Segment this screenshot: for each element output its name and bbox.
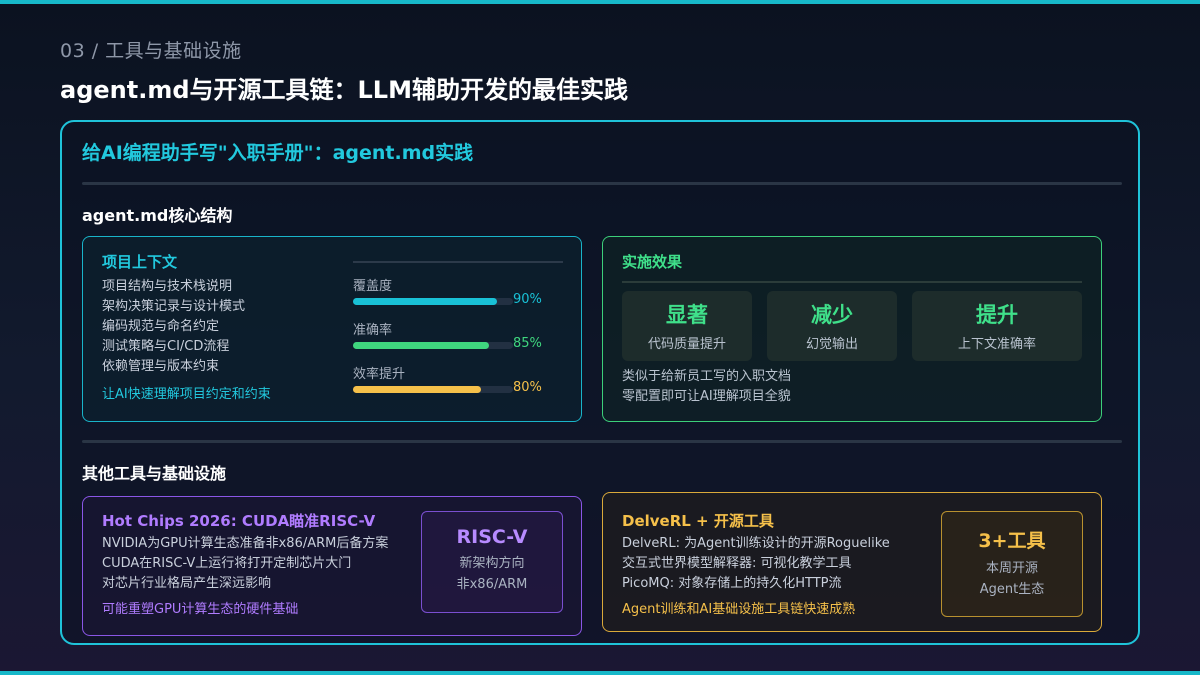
hotchips-note: 可能重塑GPU计算生态的硬件基础 — [102, 602, 299, 617]
metric-efficiency: 效率提升 80% — [353, 351, 563, 395]
panel-title: 给AI编程助手写"入职手册"：agent.md实践 — [82, 142, 474, 164]
list-item: 对芯片行业格局产生深远影响 — [102, 576, 272, 591]
metric-value: 80% — [513, 380, 542, 395]
list-item: DelveRL: 为Agent训练设计的开源Roguelike — [622, 536, 890, 551]
progress-track — [353, 342, 513, 349]
list-item: NVIDIA为GPU计算生态准备非x86/ARM后备方案 — [102, 536, 389, 551]
list-item: 项目结构与技术栈说明 — [102, 279, 233, 294]
metric-value: 85% — [513, 336, 542, 351]
tools-count-sub-1: 本周开源 — [985, 561, 1038, 576]
stat-quality: 显著 代码质量提升 — [622, 291, 752, 361]
divider-top — [82, 182, 1122, 185]
riscv-highlight-box: RISC-V 新架构方向 非x86/ARM — [421, 511, 563, 613]
bottom-accent-bar — [0, 671, 1200, 675]
stat-value: 减少 — [811, 303, 853, 327]
delverl-card: DelveRL + 开源工具 DelveRL: 为Agent训练设计的开源Rog… — [602, 492, 1102, 632]
delverl-item-list: DelveRL: 为Agent训练设计的开源Roguelike 交互式世界模型解… — [622, 534, 890, 594]
riscv-label: RISC-V — [456, 526, 528, 548]
stat-hallucination: 减少 幻觉输出 — [767, 291, 897, 361]
stat-context: 提升 上下文准确率 — [912, 291, 1082, 361]
list-item: CUDA在RISC-V上运行将打开定制芯片大门 — [102, 556, 352, 571]
effect-rule — [622, 281, 1082, 283]
context-note: 让AI快速理解项目约定和约束 — [102, 387, 271, 402]
divider-middle — [82, 440, 1122, 443]
page-title: agent.md与开源工具链：LLM辅助开发的最佳实践 — [60, 76, 628, 104]
list-item: 编码规范与命名约定 — [102, 319, 220, 334]
metric-label: 效率提升 — [353, 367, 406, 382]
list-item: 零配置即可让AI理解项目全貌 — [622, 389, 791, 404]
context-card-title: 项目上下文 — [102, 253, 178, 271]
progress-track — [353, 298, 513, 305]
section-heading-tools: 其他工具与基础设施 — [82, 464, 227, 483]
delverl-card-title: DelveRL + 开源工具 — [622, 512, 774, 530]
effect-card-title: 实施效果 — [622, 253, 683, 271]
list-item: 交互式世界模型解释器: 可视化教学工具 — [622, 556, 852, 571]
stat-label: 代码质量提升 — [647, 337, 726, 352]
progress-fill — [353, 298, 497, 305]
progress-fill — [353, 342, 489, 349]
stat-label: 幻觉输出 — [805, 337, 858, 352]
hotchips-card: Hot Chips 2026: CUDA瞄准RISC-V NVIDIA为GPU计… — [82, 496, 582, 636]
top-accent-bar — [0, 0, 1200, 4]
effect-notes: 类似于给新员工写的入职文档 零配置即可让AI理解项目全貌 — [622, 367, 791, 407]
delverl-note: Agent训练和AI基础设施工具链快速成熟 — [622, 602, 856, 617]
stat-value: 提升 — [976, 303, 1018, 327]
riscv-sub-1: 新架构方向 — [459, 556, 525, 571]
riscv-sub-2: 非x86/ARM — [456, 577, 528, 592]
list-item: 测试策略与CI/CD流程 — [102, 339, 230, 354]
metric-accuracy: 准确率 85% — [353, 307, 563, 351]
context-card: 项目上下文 项目结构与技术栈说明 架构决策记录与设计模式 编码规范与命名约定 测… — [82, 236, 582, 422]
effect-card: 实施效果 显著 代码质量提升 减少 幻觉输出 提升 上下文准确率 类似于给新员工… — [602, 236, 1102, 422]
section-heading-core: agent.md核心结构 — [82, 206, 233, 225]
stat-value: 显著 — [666, 303, 708, 327]
metrics-panel: 覆盖度 90% 准确率 85% 效率提升 80% — [353, 261, 563, 395]
metrics-rule — [353, 261, 563, 263]
metric-value: 90% — [513, 292, 542, 307]
tools-count-label: 3+工具 — [978, 530, 1046, 552]
stat-label: 上下文准确率 — [957, 337, 1036, 352]
tools-count-sub-2: Agent生态 — [979, 582, 1045, 597]
metric-label: 覆盖度 — [353, 279, 393, 294]
list-item: PicoMQ: 对象存储上的持久化HTTP流 — [622, 576, 842, 591]
hotchips-card-title: Hot Chips 2026: CUDA瞄准RISC-V — [102, 512, 376, 530]
metric-label: 准确率 — [353, 323, 393, 338]
main-panel: 给AI编程助手写"入职手册"：agent.md实践 agent.md核心结构 项… — [60, 120, 1140, 645]
hotchips-item-list: NVIDIA为GPU计算生态准备非x86/ARM后备方案 CUDA在RISC-V… — [102, 534, 388, 594]
tools-count-box: 3+工具 本周开源 Agent生态 — [941, 511, 1083, 617]
progress-track — [353, 386, 513, 393]
progress-fill — [353, 386, 481, 393]
metric-coverage: 覆盖度 90% — [353, 263, 563, 307]
section-kicker: 03 / 工具与基础设施 — [60, 40, 242, 62]
context-item-list: 项目结构与技术栈说明 架构决策记录与设计模式 编码规范与命名约定 测试策略与CI… — [102, 277, 245, 377]
list-item: 依赖管理与版本约束 — [102, 359, 220, 374]
list-item: 类似于给新员工写的入职文档 — [622, 369, 792, 384]
list-item: 架构决策记录与设计模式 — [102, 299, 246, 314]
